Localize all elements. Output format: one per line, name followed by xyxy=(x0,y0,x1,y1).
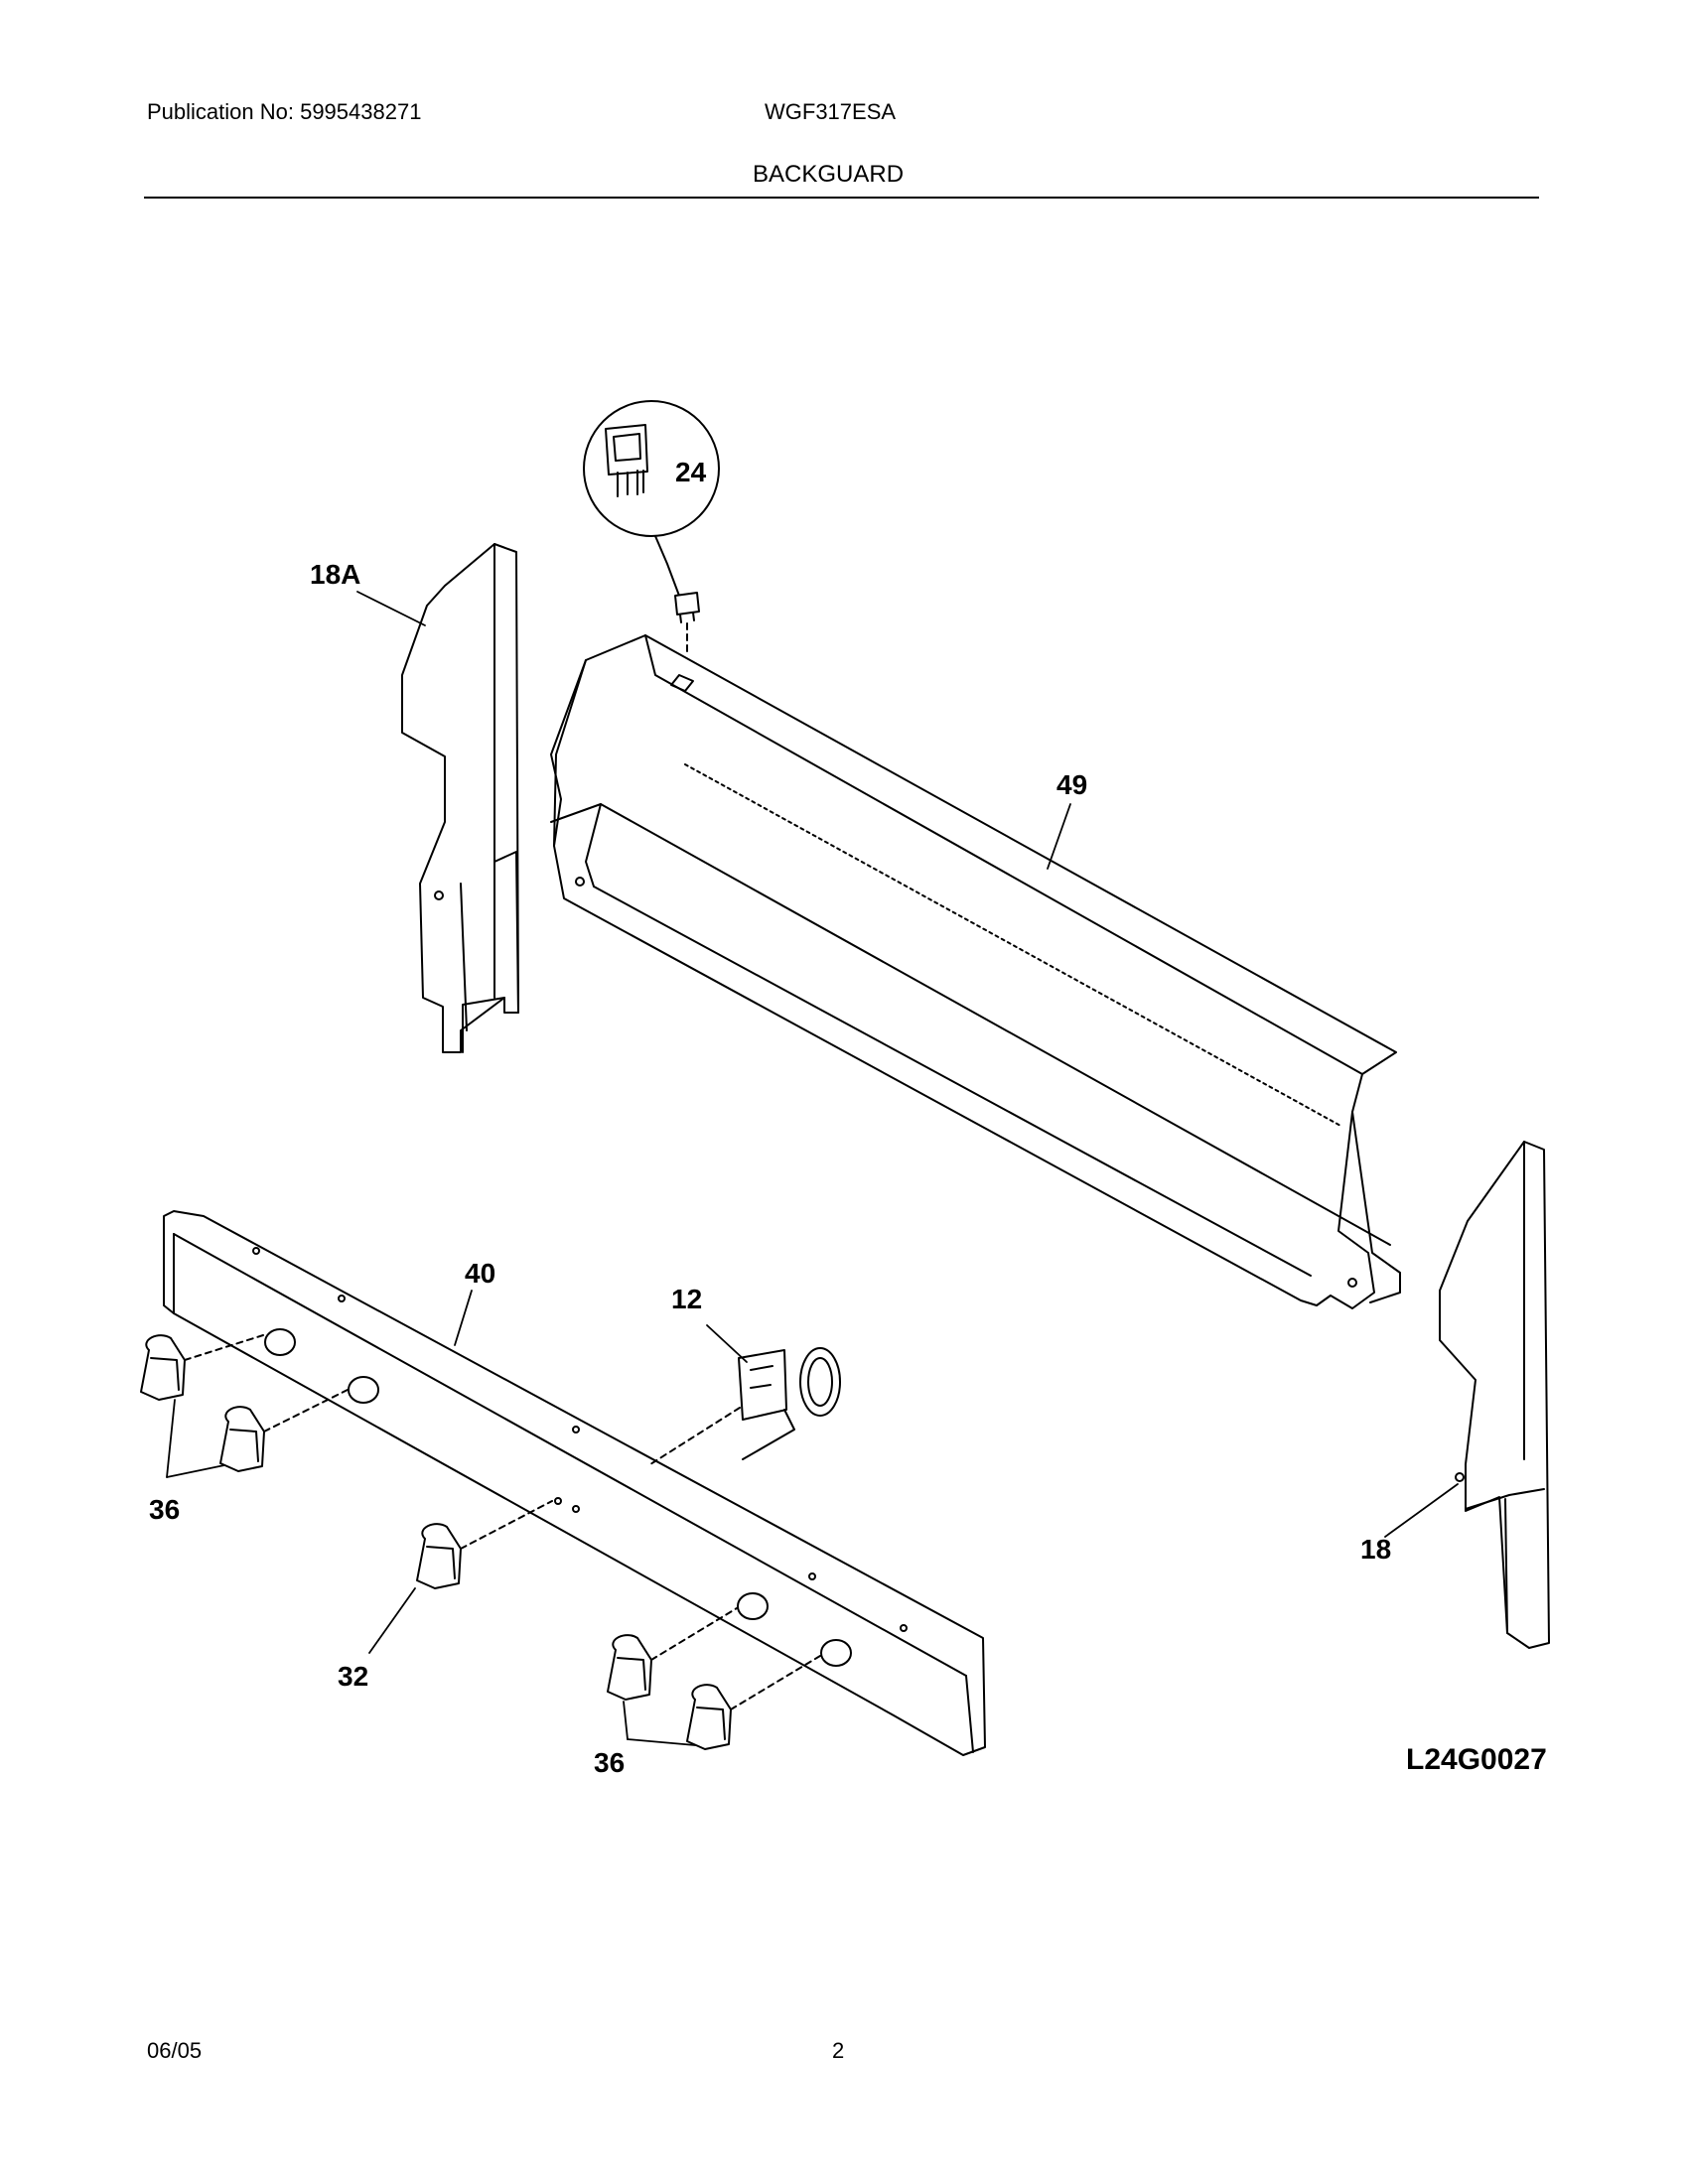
callout-12: 12 xyxy=(671,1284,702,1314)
callout-49: 49 xyxy=(1056,769,1087,800)
callout-36-left: 36 xyxy=(149,1494,180,1525)
callout-36-right: 36 xyxy=(594,1747,625,1778)
footer-date: 06/05 xyxy=(147,2038,203,2063)
model-number: WGF317ESA xyxy=(765,99,897,124)
knob-center xyxy=(416,1500,553,1589)
section-title: BACKGUARD xyxy=(753,161,905,188)
callout-18a: 18A xyxy=(310,559,360,590)
page-number: 2 xyxy=(832,2038,845,2063)
callout-18: 18 xyxy=(1360,1534,1391,1565)
right-end-panel xyxy=(1439,1141,1550,1649)
left-end-panel xyxy=(401,543,519,1053)
publication-number: Publication No: 5995438271 xyxy=(147,99,422,124)
rocker-switch xyxy=(674,592,700,656)
knob-right-1 xyxy=(607,1607,738,1701)
backguard-panel xyxy=(550,634,1401,1309)
header-rule xyxy=(144,197,1539,199)
callout-24: 24 xyxy=(675,457,707,487)
control-panel xyxy=(163,1210,986,1756)
callout-32: 32 xyxy=(338,1661,368,1692)
knob-left-1 xyxy=(140,1334,264,1401)
knob-right-2 xyxy=(686,1655,821,1750)
drawing-code: L24G0027 xyxy=(1406,1743,1547,1776)
callout-40: 40 xyxy=(465,1258,495,1289)
leader-lines xyxy=(166,591,1459,1746)
knob-left-2 xyxy=(219,1389,349,1472)
switch-inset xyxy=(583,400,720,597)
thermostat xyxy=(649,1347,841,1465)
